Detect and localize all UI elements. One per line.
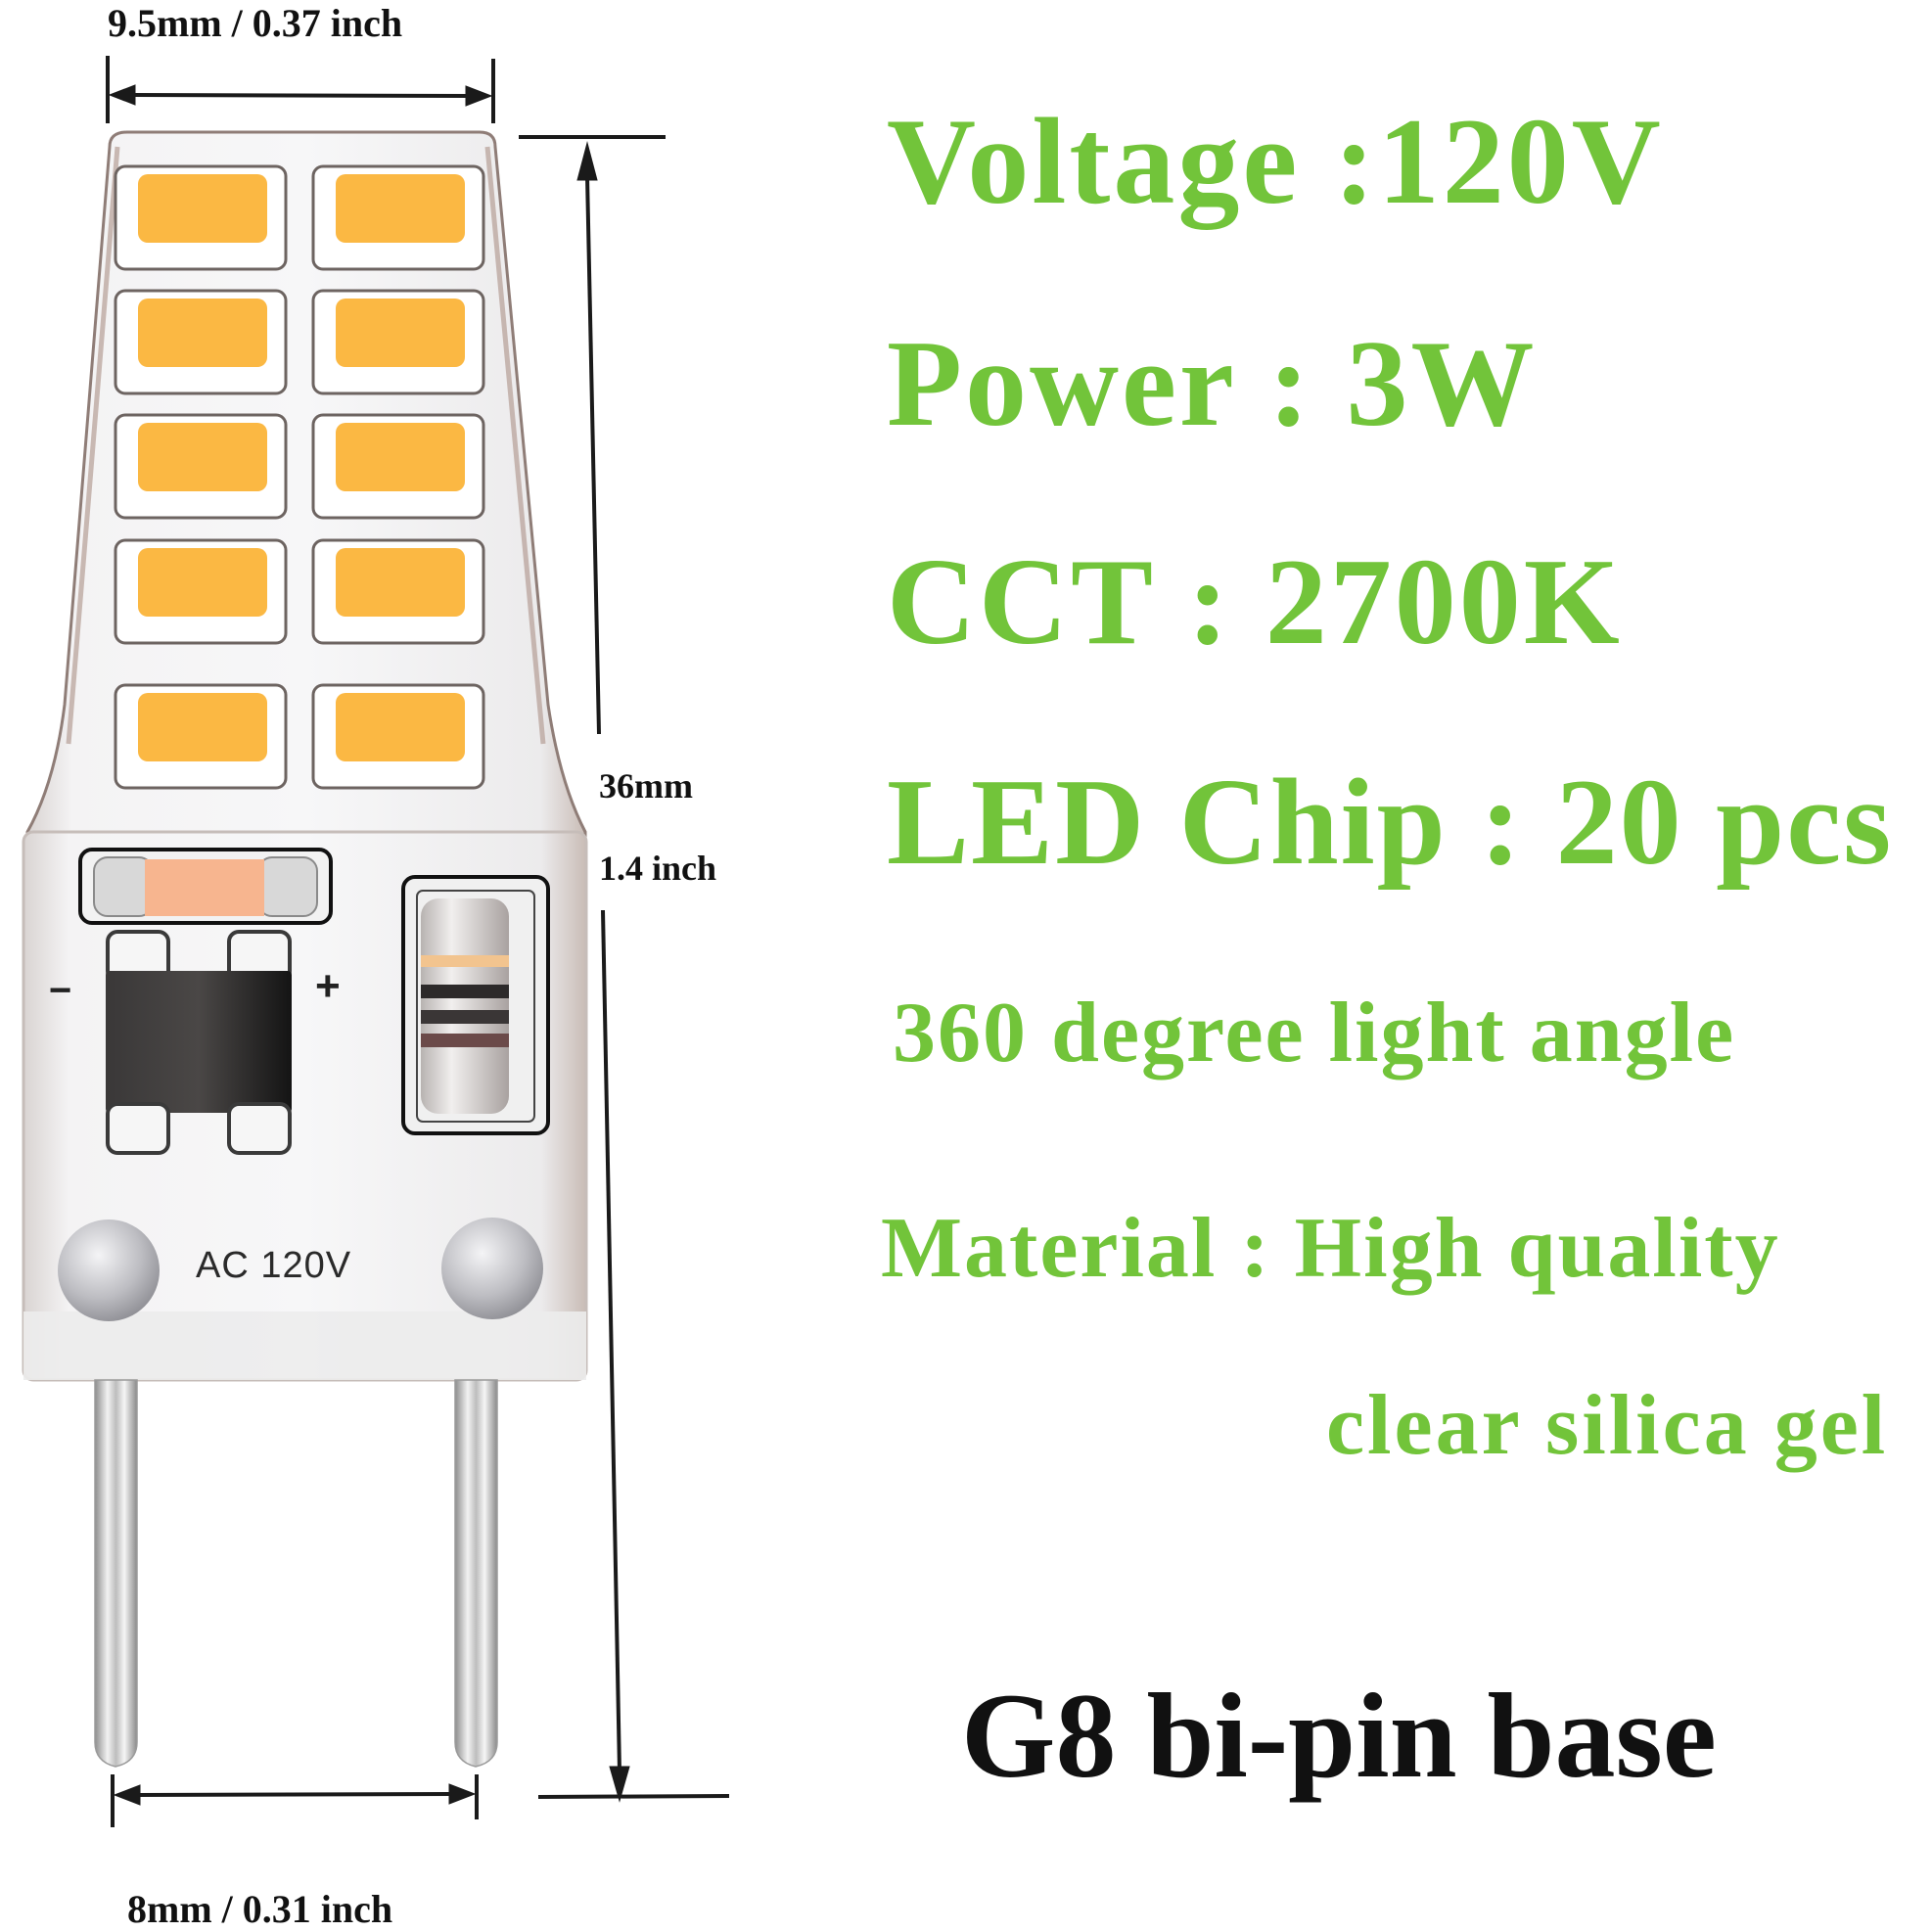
spec-light-angle: 360 degree light angle — [893, 986, 1736, 1081]
spec-voltage: Voltage :120V — [887, 94, 1664, 230]
dimension-top-width-label: 9.5mm / 0.37 inch — [108, 1, 403, 45]
dimension-pin-spacing-label: 8mm / 0.31 inch — [127, 1887, 393, 1931]
spec-led-chip: LED Chip : 20 pcs — [887, 755, 1894, 891]
polarity-plus: + — [315, 962, 341, 1010]
smd-component-icon — [78, 848, 333, 925]
mounting-dot-right — [441, 1218, 543, 1319]
rectifier-ic-icon — [106, 930, 292, 1155]
dimension-height-inch-label: 1.4 inch — [599, 849, 717, 888]
bulb-voltage-label: AC 120V — [196, 1245, 352, 1286]
spec-material-cont: clear silica gel — [1326, 1378, 1889, 1473]
spec-material: Material : High quality — [881, 1201, 1780, 1296]
dimension-height — [519, 135, 730, 1803]
resistor-icon — [401, 875, 550, 1135]
dimension-pin-spacing — [111, 1774, 479, 1827]
spec-power: Power : 3W — [887, 316, 1538, 452]
polarity-minus: − — [49, 969, 72, 1012]
dimension-height-mm-label: 36mm — [599, 766, 693, 805]
bi-pin-pins — [94, 1379, 498, 1768]
dimension-top-width — [106, 56, 495, 123]
base-caption: G8 bi-pin base — [961, 1669, 1717, 1803]
led-chip-grid — [114, 164, 485, 790]
mounting-dot-left — [58, 1219, 160, 1321]
spec-cct: CCT : 2700K — [887, 534, 1623, 670]
